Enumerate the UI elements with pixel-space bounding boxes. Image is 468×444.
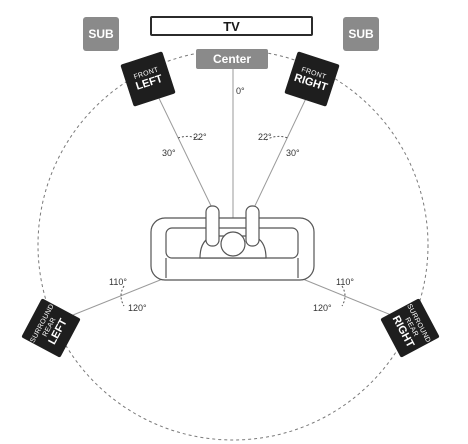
- center-speaker-box: Center: [196, 49, 268, 69]
- front-right-inner-angle: 22°: [258, 132, 272, 142]
- front-left-outer-angle: 30°: [162, 148, 176, 158]
- surround-right-arc: [341, 285, 346, 307]
- front-right-arc: [265, 135, 289, 141]
- surround-left-arc: [120, 285, 125, 307]
- tv-box: TV: [150, 16, 313, 36]
- front-left-line: [154, 89, 215, 213]
- surround-left-outer-angle: 120°: [128, 303, 147, 313]
- person-icon: [199, 205, 267, 259]
- front-right-outer-angle: 30°: [286, 148, 300, 158]
- center-angle: 0°: [236, 86, 245, 96]
- surround-right-inner-angle: 110°: [336, 277, 354, 287]
- surround-left-inner-angle: 110°: [109, 277, 127, 287]
- sub-right-box: SUB: [343, 17, 379, 51]
- sub-left-box: SUB: [83, 17, 119, 51]
- front-left-inner-angle: 22°: [193, 132, 207, 142]
- surround-right-outer-angle: 120°: [313, 303, 332, 313]
- front-right-line: [251, 89, 311, 213]
- front-left-arc: [177, 135, 201, 141]
